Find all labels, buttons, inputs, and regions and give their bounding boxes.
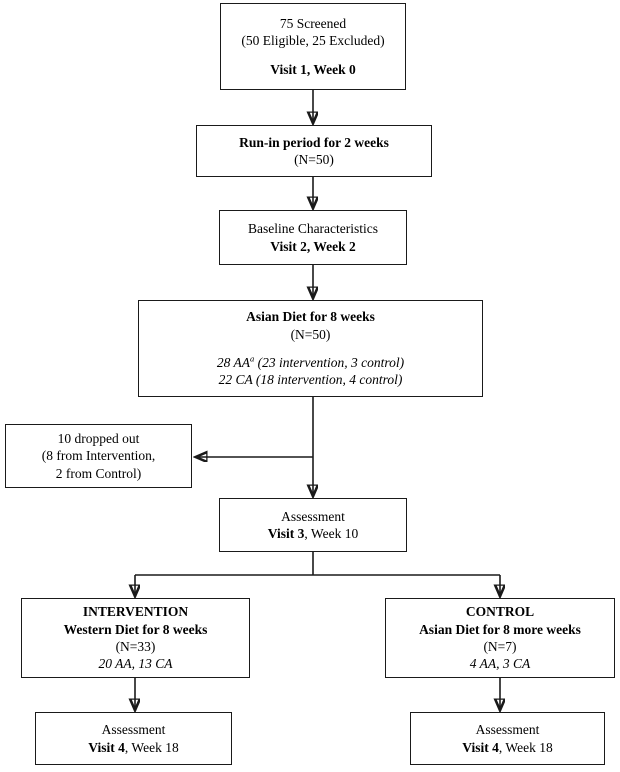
node-asian-diet-line1: Asian Diet for 8 weeks — [246, 309, 375, 325]
node-assessment-v4-left-line2: Visit 4, Week 18 — [88, 739, 178, 756]
node-run-in-period: Run-in period for 2 weeks (N=50) — [196, 125, 432, 177]
node-assessment-v3-line1: Assessment — [281, 508, 345, 524]
node-baseline-line1: Baseline Characteristics — [247, 221, 379, 237]
node-run-in-line1: Run-in period for 2 weeks — [239, 134, 389, 150]
node-baseline-visit-label: Visit 2, Week 2 — [270, 238, 356, 254]
node-intervention-title: INTERVENTION — [82, 604, 189, 620]
node-asian-diet: Asian Diet for 8 weeks (N=50) 28 AAa (23… — [138, 300, 483, 397]
node-asian-diet-line4: 22 CA (18 intervention, 4 control) — [218, 372, 403, 388]
node-asian-diet-line3: 28 AAa (23 intervention, 3 control) — [217, 354, 404, 371]
node-asian-diet-aa-detail: (23 intervention, 3 control) — [254, 355, 405, 370]
node-assessment-visit-4-control: Assessment Visit 4, Week 18 — [410, 712, 605, 765]
node-run-in-line2: (N=50) — [294, 152, 334, 167]
node-screened-visit-label: Visit 1, Week 0 — [270, 61, 356, 77]
node-baseline-characteristics: Baseline Characteristics Visit 2, Week 2 — [219, 210, 407, 265]
node-assessment-visit-3: Assessment Visit 3, Week 10 — [219, 498, 407, 552]
node-intervention-n: (N=33) — [115, 639, 156, 654]
node-assessment-v4-left-line1: Assessment — [101, 722, 166, 738]
node-control-breakdown: 4 AA, 3 CA — [469, 656, 531, 672]
node-screened-line1: 75 Screened — [279, 16, 347, 32]
node-dropped-out-line2: (8 from Intervention, — [41, 448, 156, 464]
node-screened-line2: (50 Eligible, 25 Excluded) — [241, 33, 385, 49]
node-dropped-out: 10 dropped out (8 from Intervention, 2 f… — [5, 424, 192, 488]
node-control-diet: Asian Diet for 8 more weeks — [419, 621, 581, 637]
node-screened: 75 Screened (50 Eligible, 25 Excluded) V… — [220, 3, 406, 90]
node-dropped-out-line1: 10 dropped out — [57, 431, 140, 447]
node-assessment-visit-4-intervention: Assessment Visit 4, Week 18 — [35, 712, 232, 765]
node-control-title: CONTROL — [465, 604, 535, 620]
footnote-marker-a: a — [250, 353, 255, 364]
node-control-arm: CONTROL Asian Diet for 8 more weeks (N=7… — [385, 598, 615, 678]
node-assessment-v4-right-line2: Visit 4, Week 18 — [462, 739, 552, 756]
node-assessment-v4-right-line1: Assessment — [475, 722, 540, 738]
node-assessment-v4-right-week: , Week 18 — [498, 739, 553, 755]
node-assessment-v4-right-visit: Visit 4 — [462, 739, 499, 755]
node-assessment-v3-week: , Week 10 — [304, 526, 359, 541]
node-asian-diet-line2: (N=50) — [290, 326, 331, 342]
node-asian-diet-aa-count: 28 AA — [216, 355, 250, 370]
node-intervention-arm: INTERVENTION Western Diet for 8 weeks (N… — [21, 598, 250, 678]
node-assessment-v4-left-visit: Visit 4 — [88, 739, 125, 755]
node-assessment-v3-line2: Visit 3, Week 10 — [268, 525, 358, 542]
node-control-n: (N=7) — [483, 639, 517, 654]
node-intervention-diet: Western Diet for 8 weeks — [63, 621, 208, 637]
node-assessment-v4-left-week: , Week 18 — [124, 739, 179, 755]
node-assessment-v3-visit: Visit 3 — [267, 526, 305, 541]
node-intervention-breakdown: 20 AA, 13 CA — [98, 656, 173, 672]
node-dropped-out-line3: 2 from Control) — [55, 465, 142, 481]
